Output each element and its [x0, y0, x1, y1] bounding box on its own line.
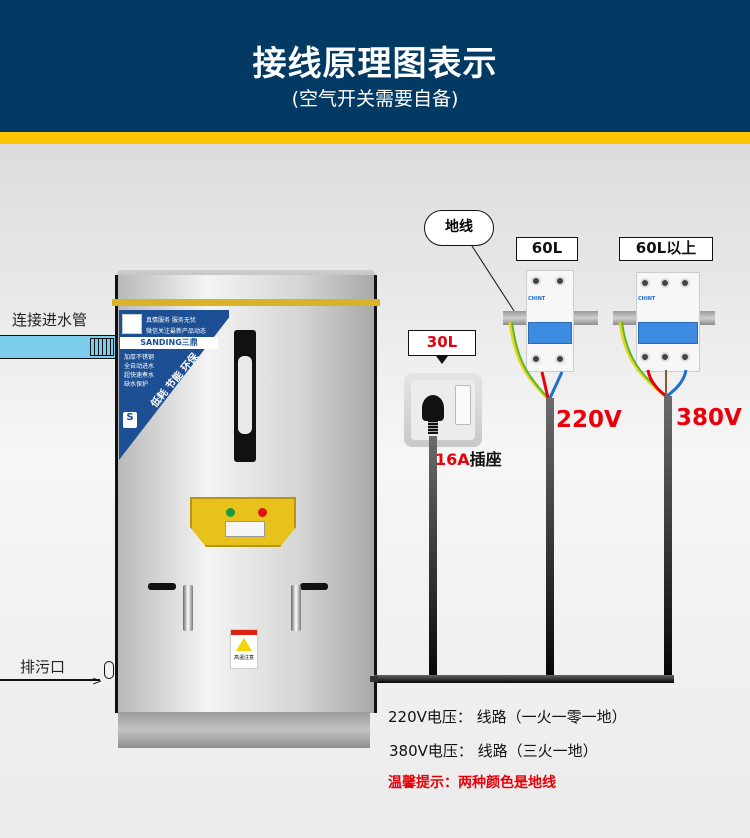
- feature-3: 超快速煮水: [124, 372, 155, 379]
- brand-logo: SANDING三鼎: [120, 337, 218, 349]
- capacity-box-60l: 60L: [516, 237, 578, 261]
- screw-icon: [680, 278, 690, 288]
- gauge-glass: [238, 356, 252, 434]
- drain-arrow-line: [0, 679, 100, 681]
- red-led-icon: [258, 508, 267, 517]
- left-tap: [183, 585, 193, 631]
- ground-wire-callout: 地线: [424, 210, 494, 246]
- pointer-down-icon: [436, 356, 448, 364]
- breaker-wires: [508, 321, 688, 400]
- breaker-lever-2p[interactable]: [528, 322, 572, 344]
- note-220v: 220V电压： 线路（一火一零一地）: [388, 708, 627, 726]
- feature-4: 缺水保护: [124, 381, 149, 388]
- bus-to-boiler: [370, 676, 378, 682]
- page-title: 接线原理图表示: [252, 44, 498, 84]
- cable-220v: [546, 398, 554, 682]
- left-tap-handle: [148, 583, 176, 590]
- cable-380v: [664, 396, 672, 682]
- breaker-lever-3p[interactable]: [638, 322, 698, 344]
- screw-icon: [531, 276, 541, 286]
- screw-icon: [680, 352, 690, 362]
- warning-triangle-icon: [236, 638, 252, 651]
- pipe-thread-icon: [90, 338, 114, 356]
- header-banner: 接线原理图表示 (空气开关需要自备): [0, 0, 750, 132]
- boiler-base: [118, 712, 370, 748]
- breaker-brand: CHINT: [528, 296, 546, 302]
- warning-stripe: [231, 630, 257, 635]
- voltage-380-label: 380V: [676, 405, 742, 431]
- sticker-wechat: 微信关注最新产品动态: [146, 328, 207, 335]
- feature-1: 加厚不锈钢: [124, 354, 155, 361]
- warm-tip: 温馨提示：两种颜色是地线: [388, 775, 556, 791]
- plug-cord-icon: [428, 420, 438, 434]
- panel-display: [225, 521, 265, 537]
- socket-cable: [429, 436, 437, 682]
- drain-valve-icon: [104, 661, 114, 679]
- screw-icon: [555, 354, 565, 364]
- feature-2: 全自动进水: [124, 363, 155, 370]
- voltage-220-label: 220V: [556, 407, 622, 433]
- callout-pointer-line: [471, 245, 517, 315]
- high-temp-warning-sticker: 高温注意: [230, 629, 258, 669]
- screw-icon: [660, 278, 670, 288]
- screw-icon: [640, 352, 650, 362]
- accent-band: [0, 132, 750, 144]
- socket-rating: 16A插座: [435, 446, 502, 470]
- screw-icon: [555, 276, 565, 286]
- warning-text: 高温注意: [233, 655, 254, 661]
- water-inlet-label: 连接进水管: [12, 311, 88, 329]
- quality-mark-icon: S: [123, 412, 137, 428]
- capacity-box-30l: 30L: [408, 330, 476, 356]
- boiler-gold-rim: [112, 299, 380, 306]
- note-380v: 380V电压： 线路（三火一地）: [389, 742, 598, 760]
- right-tap: [291, 585, 301, 631]
- screw-icon: [531, 354, 541, 364]
- socket-text: 插座: [469, 450, 502, 469]
- capacity-box-60l-plus: 60L以上: [619, 237, 713, 261]
- right-tap-handle: [300, 583, 328, 590]
- plug-icon: [422, 395, 444, 421]
- power-bus-line: [374, 675, 674, 683]
- socket-switch[interactable]: [455, 385, 471, 425]
- screw-icon: [640, 278, 650, 288]
- drain-label: 排污口: [20, 658, 66, 676]
- page-subtitle: (空气开关需要自备): [291, 88, 459, 110]
- green-led-icon: [226, 508, 235, 517]
- sticker-slogan: 真情服务 服务无忧: [146, 317, 196, 324]
- breaker-brand: CHINT: [638, 296, 656, 302]
- arrow-right-icon: >: [92, 674, 103, 688]
- screw-icon: [660, 352, 670, 362]
- socket-amperage: 16A: [435, 450, 470, 469]
- qr-code-icon: [122, 314, 142, 334]
